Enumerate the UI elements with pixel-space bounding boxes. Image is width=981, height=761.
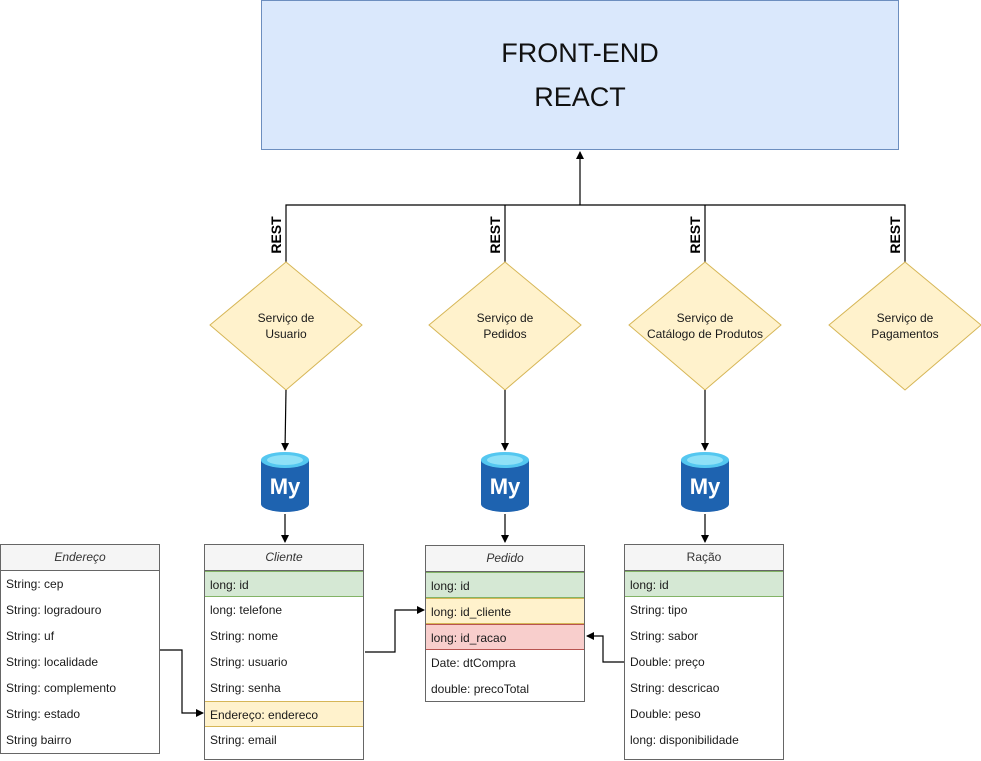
service-pagamentos-label: Serviço de Pagamentos xyxy=(835,310,975,342)
svg-text:My: My xyxy=(690,474,721,499)
entity-field: String: logradouro xyxy=(6,603,102,617)
primary-key-field: long: id xyxy=(426,572,584,598)
entity-pedido[interactable]: Pedido long: id long: id_cliente long: i… xyxy=(425,545,585,702)
entity-field: String: localidade xyxy=(6,655,99,669)
service-pedidos-label: Serviço de Pedidos xyxy=(435,310,575,342)
entity-field: Date: dtCompra xyxy=(431,656,516,670)
rest-label: REST xyxy=(487,216,503,254)
entity-field: String: usuario xyxy=(210,655,288,669)
entity-field: Double: peso xyxy=(630,707,701,721)
mysql-database-icon: My xyxy=(481,452,529,512)
service-label-line: Usuario xyxy=(265,327,307,341)
frontend-title: FRONT-END xyxy=(501,38,659,68)
service-pagamentos-shape[interactable] xyxy=(828,261,981,391)
primary-key-field: long: id xyxy=(625,571,783,597)
entity-field: String: tipo xyxy=(630,603,688,617)
entity-field: String: senha xyxy=(210,681,281,695)
primary-key-field: long: id xyxy=(205,571,363,597)
entity-field: String: descricao xyxy=(630,681,720,695)
entity-field: String bairro xyxy=(6,733,72,747)
entity-title: Ração xyxy=(625,545,783,571)
service-label-line: Serviço de xyxy=(257,311,315,325)
entity-field: String: email xyxy=(210,733,277,747)
entity-field: long: telefone xyxy=(210,603,283,617)
frontend-react-box[interactable]: FRONT-END REACT xyxy=(261,0,899,150)
service-label-line: Serviço de xyxy=(876,311,934,325)
entity-racao[interactable]: Ração long: id String: tipo String: sabo… xyxy=(624,544,784,760)
service-usuario-label: Serviço de Usuario xyxy=(216,310,356,342)
entity-endereco[interactable]: Endereço String: cep String: logradouro … xyxy=(0,544,160,754)
service-label-line: Pedidos xyxy=(483,327,527,341)
service-label-line: Catálogo de Produtos xyxy=(646,327,764,341)
rest-label: REST xyxy=(887,216,903,254)
svg-text:My: My xyxy=(270,474,301,499)
foreign-key-field: Endereço: endereco xyxy=(205,701,363,727)
entity-field: String: estado xyxy=(6,707,81,721)
service-label-line: Pagamentos xyxy=(871,327,939,341)
entity-field: double: precoTotal xyxy=(431,682,530,696)
mysql-database-icon: My xyxy=(681,452,729,512)
service-label-line: Serviço de xyxy=(476,311,534,325)
entity-title: Endereço xyxy=(1,545,159,571)
entity-field: String: sabor xyxy=(630,629,699,643)
rest-label: REST xyxy=(268,216,284,254)
relationship-connectors xyxy=(160,606,624,717)
entity-field: String: uf xyxy=(6,629,55,643)
entity-field: String: nome xyxy=(210,629,279,643)
entity-cliente[interactable]: Cliente long: id long: telefone String: … xyxy=(204,544,364,760)
rest-label: REST xyxy=(687,216,703,254)
mysql-database-icon: My xyxy=(261,452,309,512)
foreign-key-field: long: id_racao xyxy=(426,624,584,650)
svg-text:My: My xyxy=(490,474,521,499)
service-label-line: Serviço de xyxy=(676,311,734,325)
rest-bus xyxy=(285,151,906,262)
entity-title: Pedido xyxy=(426,546,584,572)
entity-field: String: complemento xyxy=(6,681,117,695)
entity-field: Double: preço xyxy=(630,655,705,669)
entity-field: String: cep xyxy=(6,577,64,591)
foreign-key-field: long: id_cliente xyxy=(426,598,584,624)
service-catalogo-label: Serviço de Catálogo de Produtos xyxy=(635,310,775,342)
frontend-subtitle: REACT xyxy=(534,82,626,112)
service-db-arrows xyxy=(281,389,709,543)
entity-field: long: disponibilidade xyxy=(630,733,739,747)
entity-title: Cliente xyxy=(205,545,363,571)
